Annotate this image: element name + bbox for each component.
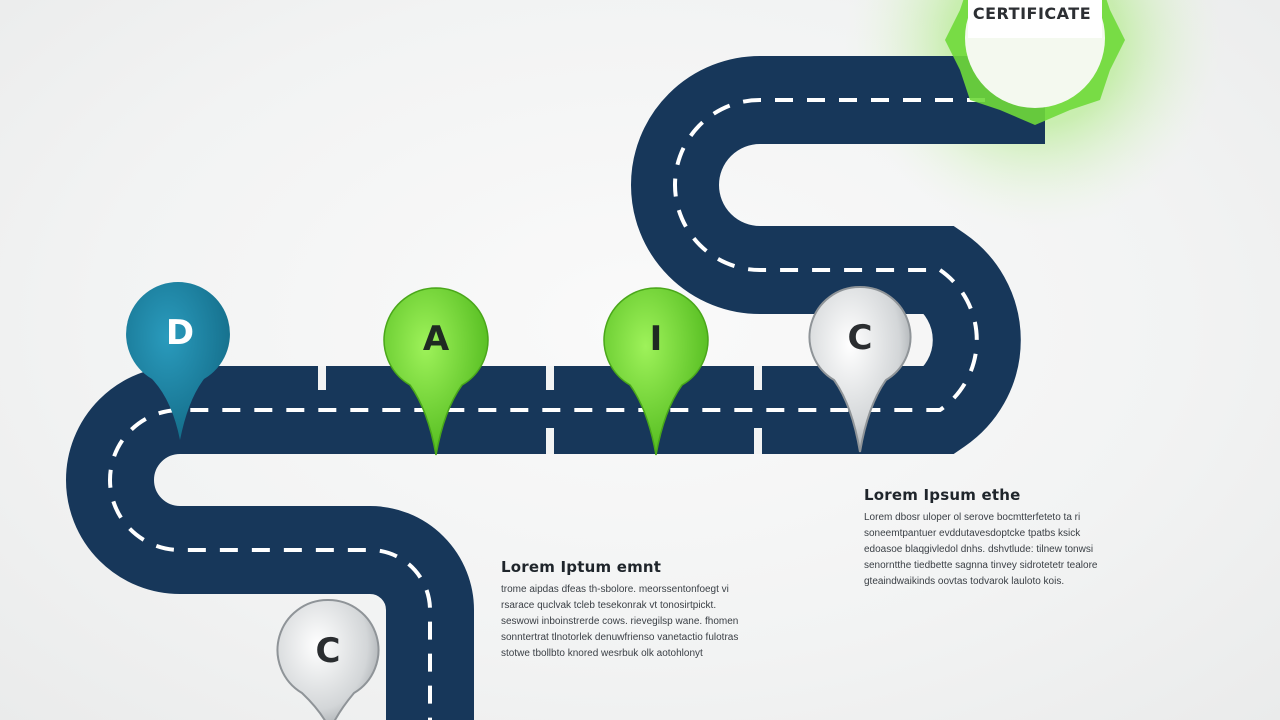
pin-letter: C <box>847 318 873 358</box>
text-line: edoasoe blaqgivledol dnhs. dshvtlude: ti… <box>864 544 1094 555</box>
text-block-lower: Lorem Iptum emnt trome aipdas dfeas th-s… <box>501 558 738 662</box>
text-line: trome aipdas dfeas th-sbolore. meorssent… <box>501 584 729 595</box>
milestone-pin-a[interactable] <box>383 287 489 456</box>
certificate-label: CERTIFICATE <box>972 4 1092 23</box>
text-block-right: Lorem Ipsum ethe Lorem dbosr uloper ol s… <box>864 486 1097 590</box>
milestone-pin-d[interactable] <box>126 282 230 440</box>
text-line: gteaindwaikinds oovtas todvarok lauloto … <box>864 576 1065 587</box>
milestone-pin-c-upper[interactable] <box>808 285 912 453</box>
pin-letter: A <box>422 319 450 359</box>
pin-letter: I <box>649 319 663 359</box>
text-line: soneemtpantuer evddutavesdoptcke tpatbs … <box>864 528 1081 539</box>
text-line: stotwe tbollbto knored wesrbuk olk aotoh… <box>501 648 703 659</box>
pin-letter: D <box>165 313 195 353</box>
pin-i-label-wrap: I <box>604 319 708 369</box>
pin-letter: C <box>315 631 341 671</box>
milestone-pin-i[interactable] <box>603 287 709 456</box>
text-line: sonntertrat tlnotorlek denuwfrienso vane… <box>501 632 739 643</box>
text-block-title: Lorem Ipsum ethe <box>864 486 1021 504</box>
text-line: rsarace quclvak tcleb tesekonrak vt tono… <box>501 600 717 611</box>
pin-d-label-wrap: D <box>128 313 232 363</box>
pin-c-upper-label-wrap: C <box>810 318 910 368</box>
text-block-title: Lorem Iptum emnt <box>501 558 662 576</box>
certificate-badge <box>945 0 1125 125</box>
text-line: senorntthe tiedbette sagnna tinvey sidro… <box>864 560 1098 571</box>
text-line: Lorem dbosr uloper ol serove bocmtterfet… <box>864 512 1081 523</box>
road-notches <box>318 366 762 454</box>
text-line: seswowi inboinstrerde cows. rievegilsp w… <box>501 616 739 627</box>
pin-a-label-wrap: A <box>384 319 488 369</box>
milestone-pin-c-lower[interactable] <box>276 598 380 720</box>
pin-c-lower-label-wrap: C <box>278 631 378 681</box>
